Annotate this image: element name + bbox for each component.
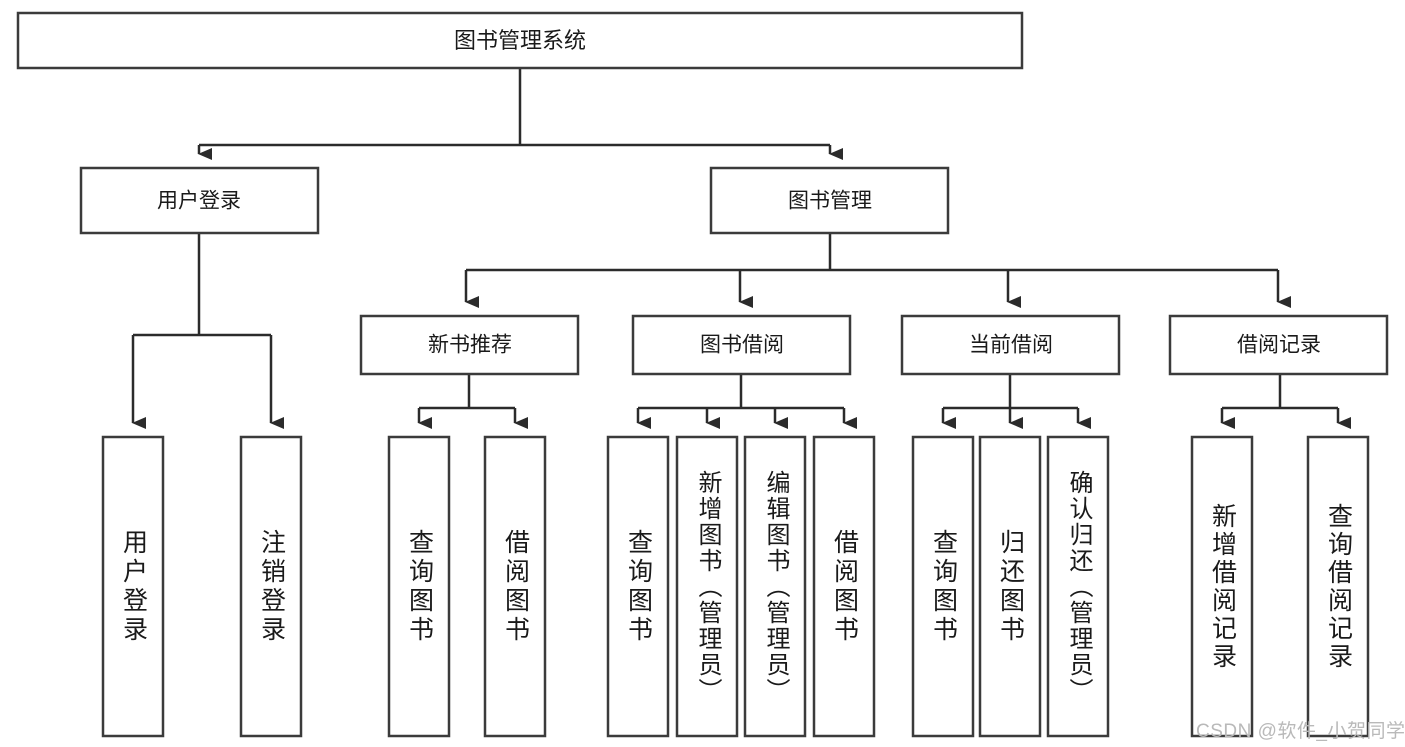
leaf-box-logout[interactable] xyxy=(239,435,303,738)
leaf-boxes xyxy=(101,435,1370,738)
connector-group-borrow-record xyxy=(1220,374,1351,429)
node-root-box[interactable] xyxy=(16,11,1024,70)
leaf-box-return-book[interactable] xyxy=(978,435,1042,738)
node-book-manage[interactable]: 图书管理 xyxy=(709,166,950,235)
node-new-book-recommend-box[interactable] xyxy=(359,314,580,376)
connector-group-book-borrow xyxy=(636,374,857,429)
leaf-box-user-login[interactable] xyxy=(101,435,165,738)
node-current-borrow-label: 当前借阅 xyxy=(969,334,1053,357)
leaf-box-borrow-book[interactable] xyxy=(812,435,876,738)
connector-group-new-book-recommend xyxy=(417,374,528,429)
connector-group-root xyxy=(197,68,843,160)
connector-group-current-borrow xyxy=(941,374,1091,429)
leaf-box-query-book-recommend[interactable] xyxy=(387,435,451,738)
node-book-borrow-label: 图书借阅 xyxy=(700,334,784,357)
leaf-box-query-book-current[interactable] xyxy=(911,435,975,738)
leaf-box-confirm-return[interactable] xyxy=(1046,435,1110,738)
node-new-book-recommend[interactable]: 新书推荐 xyxy=(359,314,580,376)
node-user-login[interactable]: 用户登录 xyxy=(79,166,320,235)
node-user-login-label: 用户登录 xyxy=(157,190,241,213)
leaf-box-add-book[interactable] xyxy=(675,435,739,738)
node-borrow-record-label: 借阅记录 xyxy=(1237,334,1321,357)
node-borrow-record-box[interactable] xyxy=(1168,314,1389,376)
connector-group-user-login xyxy=(131,233,284,429)
node-book-manage-label: 图书管理 xyxy=(788,190,872,213)
leaf-box-edit-book[interactable] xyxy=(743,435,807,738)
node-new-book-recommend-label: 新书推荐 xyxy=(428,334,512,357)
leaf-box-add-borrow-record[interactable] xyxy=(1190,435,1254,738)
node-root-label: 图书管理系统 xyxy=(454,28,586,53)
node-user-login-box[interactable] xyxy=(79,166,320,235)
node-borrow-record[interactable]: 借阅记录 xyxy=(1168,314,1389,376)
connector-group-book-manage xyxy=(464,233,1291,308)
leaf-box-query-book-borrow[interactable] xyxy=(606,435,670,738)
node-current-borrow[interactable]: 当前借阅 xyxy=(900,314,1121,376)
node-root[interactable]: 图书管理系统 xyxy=(16,11,1024,70)
csdn-watermark: CSDN @软件_小贺同学 xyxy=(1196,721,1405,742)
leaf-box-borrow-book-recommend[interactable] xyxy=(483,435,547,738)
node-book-borrow[interactable]: 图书借阅 xyxy=(631,314,852,376)
node-book-borrow-box[interactable] xyxy=(631,314,852,376)
node-book-manage-box[interactable] xyxy=(709,166,950,235)
node-current-borrow-box[interactable] xyxy=(900,314,1121,376)
leaf-box-query-borrow-record[interactable] xyxy=(1306,435,1370,738)
